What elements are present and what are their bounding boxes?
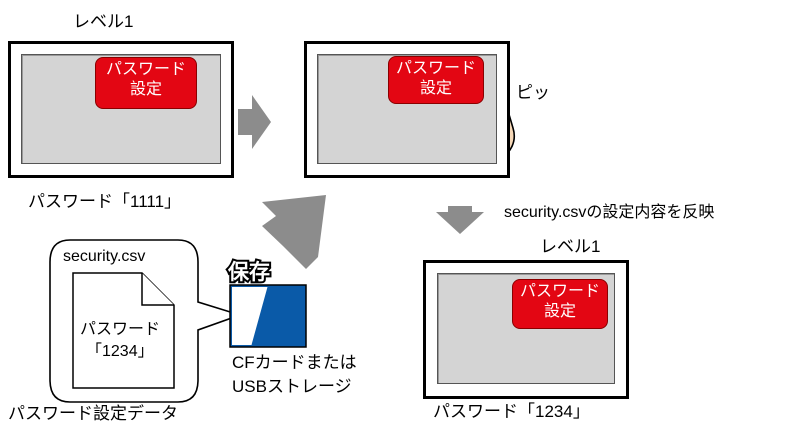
reflect-label: security.csvの設定内容を反映 <box>504 204 715 221</box>
storage-line1: CFカードまたは <box>232 353 357 372</box>
right-screen: パスワード 設定 <box>423 260 629 399</box>
arrow-down-icon <box>436 206 484 234</box>
right-button-line1: パスワード <box>519 283 600 300</box>
save-label-outline: 保存 <box>227 260 270 284</box>
storage-line2: USBストレージ <box>232 377 352 396</box>
tap-sound-label: ピッ <box>516 83 550 102</box>
middle-button-line2: 設定 <box>419 80 452 97</box>
right-level-label: レベル1 <box>540 237 601 256</box>
document-icon <box>72 272 175 389</box>
left-password-setting-button[interactable]: パスワード 設定 <box>95 57 197 109</box>
right-button-line2: 設定 <box>543 303 576 320</box>
cf-card-icon <box>229 284 307 348</box>
data-caption: パスワード設定データ <box>8 404 178 423</box>
left-level-label: レベル1 <box>73 12 134 31</box>
left-button-line1: パスワード <box>105 61 186 78</box>
middle-screen: パスワード 設定 <box>304 41 510 178</box>
arrow-diagonal-icon <box>262 195 326 269</box>
left-button-line2: 設定 <box>129 81 162 98</box>
csv-filename: security.csv <box>63 248 146 265</box>
document-line2: 「1234」 <box>86 343 154 360</box>
document-line1: パスワード <box>80 321 161 338</box>
left-screen: パスワード 設定 <box>8 41 234 178</box>
arrow-right-icon <box>238 95 271 149</box>
left-caption: パスワード「1111」 <box>28 192 182 211</box>
right-caption: パスワード「1234」 <box>433 402 590 421</box>
right-password-setting-button[interactable]: パスワード 設定 <box>512 279 608 329</box>
middle-password-setting-button[interactable]: パスワード 設定 <box>388 56 484 104</box>
middle-button-line1: パスワード <box>395 60 476 77</box>
